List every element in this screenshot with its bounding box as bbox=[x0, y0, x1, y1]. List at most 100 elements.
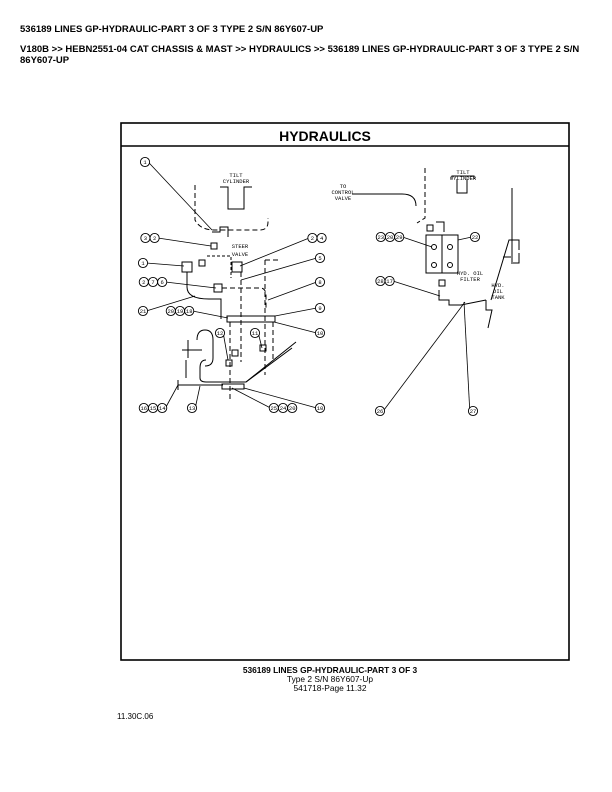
callout-number: 16 bbox=[140, 405, 147, 412]
callout-number: 20 bbox=[387, 234, 394, 241]
callout-number: 11 bbox=[252, 330, 259, 337]
diagram-frame bbox=[120, 122, 570, 661]
callout-number: 3 bbox=[144, 235, 147, 242]
svg-text:OIL: OIL bbox=[493, 288, 503, 295]
caption-type: Type 2 S/N 86Y607-Up bbox=[286, 674, 374, 684]
callout: 9 bbox=[274, 302, 326, 317]
callout: 10 bbox=[243, 387, 326, 414]
callout: 21 bbox=[137, 295, 196, 317]
callout-circle bbox=[314, 252, 326, 264]
svg-text:HYD.: HYD. bbox=[491, 282, 504, 289]
svg-text:CONTROL: CONTROL bbox=[331, 189, 354, 196]
callout-circle bbox=[184, 305, 195, 317]
caption-title: 536189 LINES GP-HYDRAULIC-PART 3 OF 3 bbox=[242, 665, 418, 675]
callout-number: 1 bbox=[143, 159, 147, 166]
callout-circle bbox=[316, 232, 327, 244]
callout-number: 25 bbox=[270, 405, 277, 412]
svg-text:TANK: TANK bbox=[491, 294, 505, 301]
callout-circle bbox=[137, 257, 149, 269]
callout-circle bbox=[287, 402, 298, 414]
callout-number: 22 bbox=[472, 234, 479, 241]
breadcrumb: V180B >> HEBN2551-04 CAT CHASSIS & MAST … bbox=[20, 44, 580, 66]
svg-text:TILT: TILT bbox=[456, 169, 470, 176]
svg-text:TO: TO bbox=[340, 183, 347, 190]
svg-text:VALVE: VALVE bbox=[232, 251, 249, 258]
callout: 22 bbox=[457, 231, 481, 243]
callout: 12 bbox=[214, 327, 229, 361]
callout-number: 2 bbox=[142, 279, 145, 286]
svg-text:CYLINDER: CYLINDER bbox=[223, 178, 250, 185]
callout-number: 6 bbox=[161, 279, 164, 286]
callout-number: 15 bbox=[150, 405, 157, 412]
callout-circle bbox=[314, 276, 326, 288]
callout-circle bbox=[157, 402, 168, 414]
callout-number: 14 bbox=[159, 405, 166, 412]
callout: 5 bbox=[240, 252, 326, 281]
svg-text:VALVE: VALVE bbox=[335, 195, 352, 202]
diagram-title: HYDRAULICS bbox=[279, 128, 371, 144]
callout: 13 bbox=[186, 385, 201, 414]
callout: 11 bbox=[249, 327, 263, 349]
callout-number: 4 bbox=[320, 235, 324, 242]
callout-circle bbox=[157, 276, 168, 288]
callout-circle bbox=[139, 156, 151, 168]
callout-circle bbox=[249, 327, 261, 339]
callout-number: 19 bbox=[177, 308, 184, 315]
callout: 8 bbox=[267, 276, 326, 301]
callout-circle bbox=[467, 405, 479, 417]
callout-number: 29 bbox=[396, 234, 403, 241]
callout-circle bbox=[214, 327, 226, 339]
callout-number: 20 bbox=[167, 308, 174, 315]
svg-text:HYD. OIL: HYD. OIL bbox=[457, 270, 483, 277]
callout-circle bbox=[374, 405, 386, 417]
callout-circle bbox=[186, 402, 198, 414]
callout-number: 20 bbox=[289, 405, 296, 412]
svg-text:STEER: STEER bbox=[232, 243, 249, 250]
callout: 1 bbox=[137, 257, 185, 269]
callout-circle bbox=[384, 275, 395, 287]
callout-circle bbox=[469, 231, 481, 243]
svg-text:CYLINDER: CYLINDER bbox=[450, 175, 477, 182]
callout-number: 12 bbox=[217, 330, 224, 337]
callout-number: 13 bbox=[189, 405, 196, 412]
callout: 26 bbox=[374, 301, 466, 417]
callout-number: 23 bbox=[377, 234, 384, 241]
callout-circle bbox=[394, 231, 405, 243]
callout-number: 10 bbox=[317, 405, 324, 412]
svg-text:TILT: TILT bbox=[229, 172, 243, 179]
callout-number: 1 bbox=[141, 260, 145, 267]
callout-number: 21 bbox=[140, 308, 147, 315]
callout-number: 18 bbox=[186, 308, 193, 315]
callout-circle bbox=[314, 402, 326, 414]
callout-circle bbox=[149, 232, 160, 244]
caption-page: 541718-Page 11.32 bbox=[293, 683, 367, 693]
callout-number: 26 bbox=[377, 408, 384, 415]
callout-number: 27 bbox=[470, 408, 477, 415]
page-title: 536189 LINES GP-HYDRAULIC-PART 3 OF 3 TY… bbox=[20, 24, 324, 35]
callout-number: 10 bbox=[317, 330, 324, 337]
page-code: 11.30C.06 bbox=[117, 712, 154, 721]
callout-number: 2 bbox=[153, 235, 156, 242]
callout-circle bbox=[137, 305, 149, 317]
callout-circle bbox=[314, 327, 326, 339]
callout: 27 bbox=[463, 301, 479, 417]
callout-number: 24 bbox=[280, 405, 287, 412]
callout-number: 9 bbox=[318, 305, 321, 312]
callout-number: 2 bbox=[311, 235, 314, 242]
line-art bbox=[177, 168, 520, 402]
callout: 1 bbox=[139, 156, 213, 231]
callout-number: 5 bbox=[318, 255, 321, 262]
callout-number: 17 bbox=[386, 278, 393, 285]
callout-number: 28 bbox=[377, 278, 384, 285]
callout-circle bbox=[314, 302, 326, 314]
